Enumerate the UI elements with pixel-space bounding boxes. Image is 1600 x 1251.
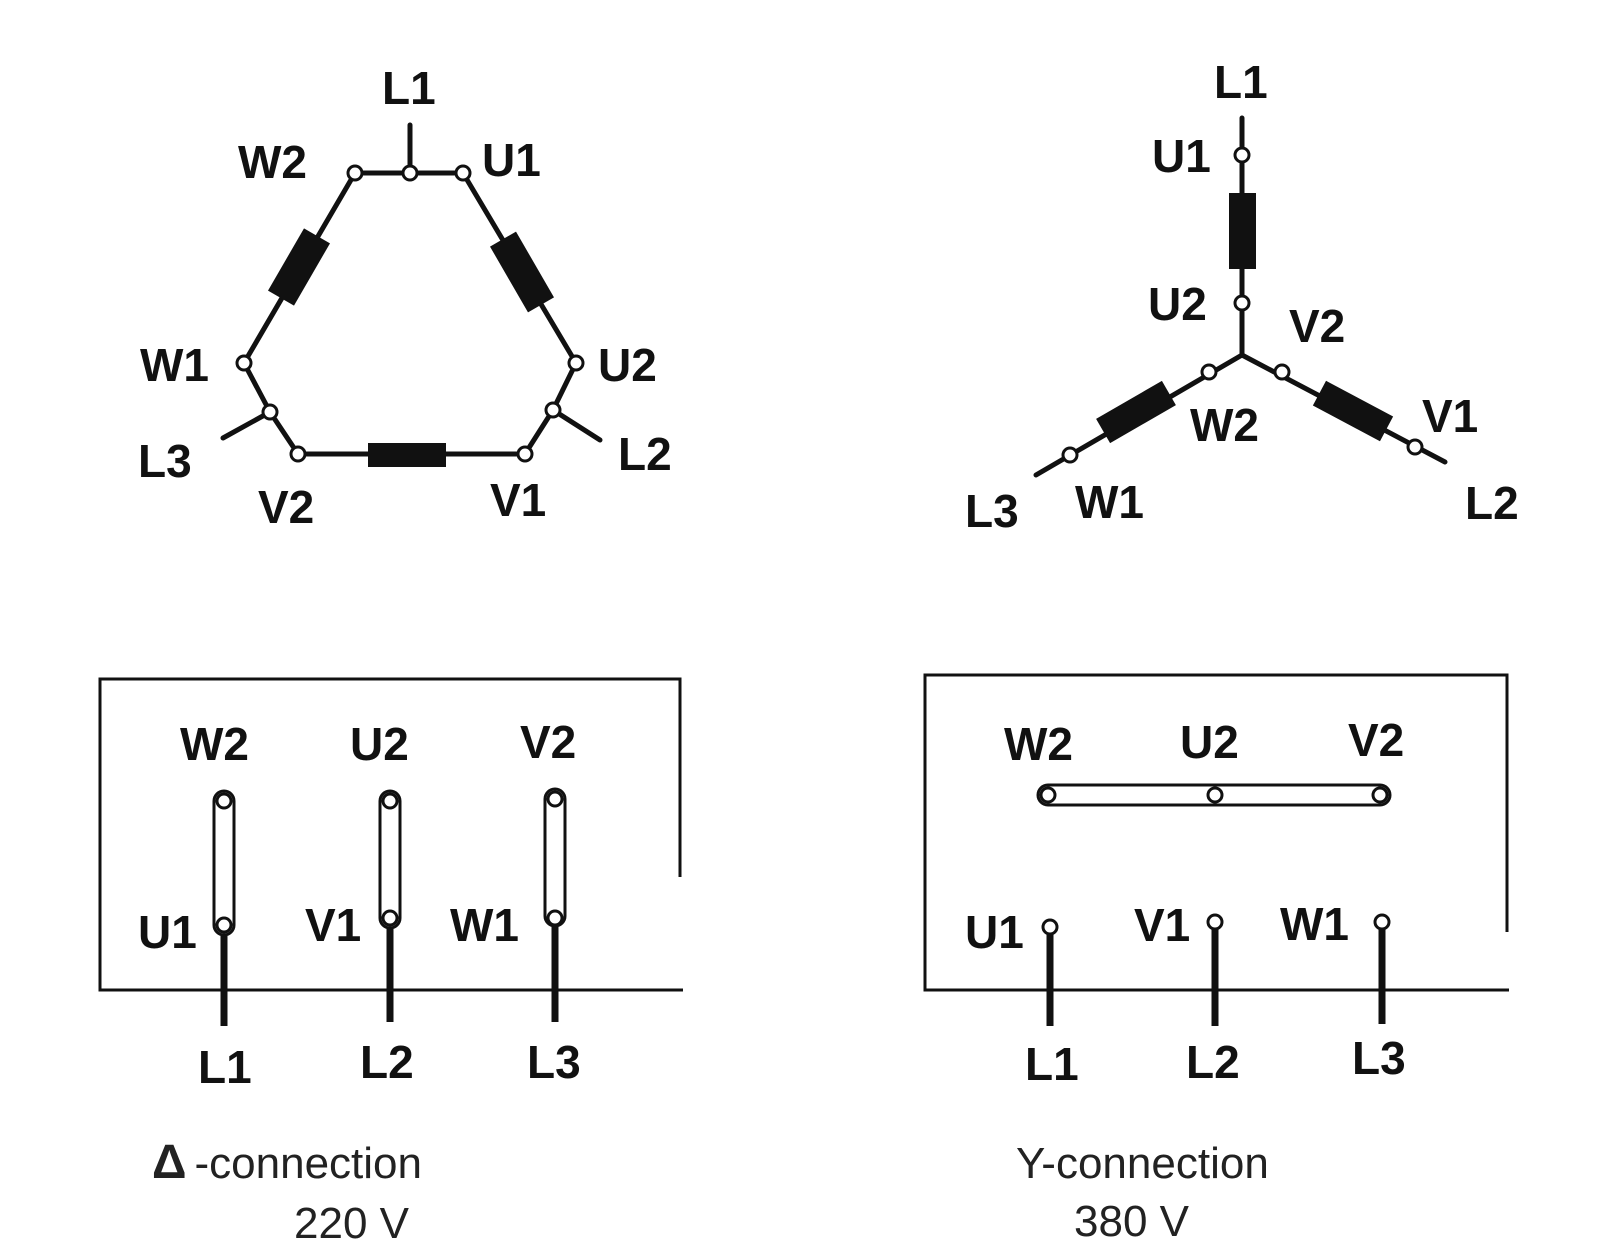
star-box-terminal-w1 <box>1373 913 1391 931</box>
delta-box-terminal-w2 <box>215 792 233 810</box>
delta-terminal-v1 <box>516 445 534 463</box>
star-label-w2: W2 <box>1190 399 1259 451</box>
star-label-v2: V2 <box>1289 300 1345 352</box>
star-box-terminal-v2 <box>1371 786 1389 804</box>
star-box-label-v2: V2 <box>1348 714 1404 766</box>
delta-box-label-v2: V2 <box>520 716 576 768</box>
star-caption: Y-connection <box>1016 1139 1269 1188</box>
delta-terminal-l1 <box>401 164 419 182</box>
delta-box-label-w1: W1 <box>450 899 519 951</box>
delta-label-l2: L2 <box>618 428 672 480</box>
delta-box-terminal-w1 <box>546 909 564 927</box>
star-coil-v <box>1312 380 1394 442</box>
delta-box-label-w2: W2 <box>180 718 249 770</box>
delta-label-l3: L3 <box>138 435 192 487</box>
delta-coil-w <box>268 228 330 306</box>
delta-link-v2-w1 <box>543 787 567 928</box>
star-box-terminal-u1 <box>1041 918 1059 936</box>
delta-box-label-u1: U1 <box>138 906 197 958</box>
delta-label-u2: U2 <box>598 339 657 391</box>
delta-caption: Δ-connection <box>152 1136 422 1189</box>
star-terminal-w2 <box>1200 363 1218 381</box>
star-box-outline <box>923 673 1509 992</box>
delta-label-v2: V2 <box>258 481 314 533</box>
star-box-label-l3: L3 <box>1352 1032 1406 1084</box>
star-coil-u <box>1229 193 1256 269</box>
delta-box-label-v1: V1 <box>305 899 361 951</box>
star-label-l1: L1 <box>1214 56 1268 108</box>
delta-link-w2-u1 <box>212 789 236 937</box>
star-label-l3: L3 <box>965 485 1019 537</box>
delta-label-l1: L1 <box>382 62 436 114</box>
delta-box-label-l1: L1 <box>198 1041 252 1093</box>
delta-terminal-box: W2 U2 V2 U1 V1 W1 L1 L2 L3 Δ-connection … <box>98 677 683 1248</box>
delta-label-u1: U1 <box>482 134 541 186</box>
delta-link-u2-v1 <box>378 789 402 930</box>
star-terminal-v1 <box>1406 438 1424 456</box>
delta-box-terminal-v1 <box>381 909 399 927</box>
delta-label-w1: W1 <box>140 339 209 391</box>
star-schematic: L1 U1 U2 V2 W2 V1 L3 W1 L2 <box>965 56 1519 537</box>
delta-box-terminal-u2 <box>381 792 399 810</box>
delta-box-label-l3: L3 <box>527 1036 581 1088</box>
star-voltage: 380 V <box>1074 1197 1190 1246</box>
delta-box-outline <box>98 677 683 992</box>
star-box-label-u2: U2 <box>1180 716 1239 768</box>
star-box-terminal-v1 <box>1206 913 1224 931</box>
star-box-label-w2: W2 <box>1004 718 1073 770</box>
star-terminal-v2 <box>1273 363 1291 381</box>
star-box-terminal-u2 <box>1206 786 1224 804</box>
star-label-v1: V1 <box>1422 390 1478 442</box>
star-terminal-u1 <box>1233 146 1251 164</box>
delta-schematic: L1 W2 U1 W1 U2 L3 L2 V2 V1 <box>138 62 672 533</box>
delta-box-label-l2: L2 <box>360 1036 414 1088</box>
star-box-label-v1: V1 <box>1134 899 1190 951</box>
delta-terminal-l3 <box>261 403 279 421</box>
delta-coil-u <box>490 231 554 313</box>
star-terminal-w1 <box>1061 446 1079 464</box>
star-label-u1: U1 <box>1152 130 1211 182</box>
star-box-terminal-w2 <box>1039 786 1057 804</box>
delta-label-w2: W2 <box>238 136 307 188</box>
star-box-label-w1: W1 <box>1280 898 1349 950</box>
star-box-label-l1: L1 <box>1025 1038 1079 1090</box>
star-box-label-u1: U1 <box>965 906 1024 958</box>
delta-symbol: Δ <box>152 1136 187 1189</box>
delta-box-terminal-v2 <box>546 790 564 808</box>
delta-terminal-w2 <box>346 164 364 182</box>
delta-terminal-u1 <box>454 164 472 182</box>
delta-coil-v <box>368 443 446 467</box>
star-label-u2: U2 <box>1148 278 1207 330</box>
delta-caption-text: -connection <box>195 1139 422 1188</box>
delta-voltage: 220 V <box>294 1199 410 1248</box>
star-coil-w <box>1096 380 1176 444</box>
star-label-w1: W1 <box>1075 476 1144 528</box>
star-label-l2: L2 <box>1465 477 1519 529</box>
delta-box-label-u2: U2 <box>350 718 409 770</box>
star-box-label-l2: L2 <box>1186 1036 1240 1088</box>
delta-terminal-l2 <box>544 401 562 419</box>
delta-terminal-u2 <box>567 354 585 372</box>
delta-terminal-w1 <box>235 354 253 372</box>
star-terminal-u2 <box>1233 294 1251 312</box>
delta-box-terminal-u1 <box>215 916 233 934</box>
star-terminal-box: W2 U2 V2 U1 V1 W1 L1 L2 L3 Y-connection … <box>923 673 1509 1246</box>
delta-label-v1: V1 <box>490 474 546 526</box>
delta-terminal-v2 <box>289 445 307 463</box>
